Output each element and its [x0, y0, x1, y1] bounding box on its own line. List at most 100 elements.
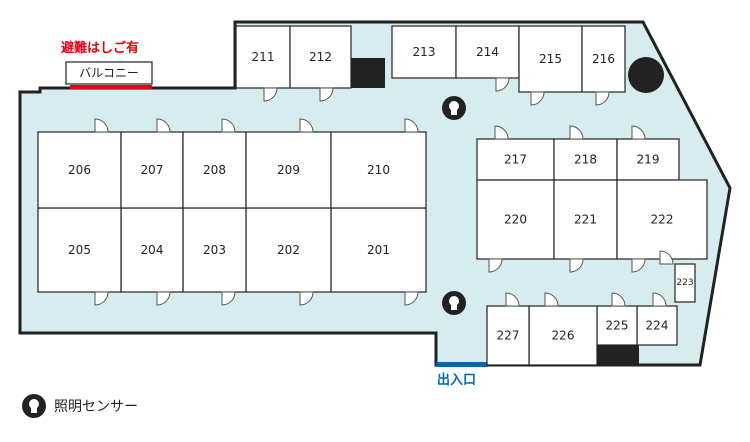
room-number: 203: [203, 243, 226, 257]
room-202: 202: [245, 207, 332, 293]
room-box: [391, 25, 457, 79]
door-swing: [569, 258, 584, 273]
room-box: [674, 263, 696, 303]
room-box: [245, 207, 332, 293]
room-number: 218: [574, 153, 597, 167]
emergency-ladder-label: 避難はしご有: [61, 40, 139, 56]
room-216: 216: [581, 25, 626, 93]
room-box: [486, 305, 530, 366]
room-box: [330, 207, 427, 293]
room-221: 221: [553, 179, 618, 260]
door-swing: [652, 292, 667, 307]
room-number: 225: [606, 319, 629, 333]
room-214: 214: [455, 25, 520, 79]
room-box: [120, 131, 184, 209]
room-box: [636, 305, 678, 346]
room-box: [476, 138, 555, 181]
door-swing: [505, 292, 520, 307]
room-number: 219: [637, 153, 660, 167]
door-swing: [94, 118, 109, 133]
door-swing: [530, 91, 545, 106]
door-swing: [631, 125, 646, 140]
room-220: 220: [476, 179, 555, 260]
room-210: 210: [330, 131, 427, 209]
room-number: 207: [141, 163, 164, 177]
room-226: 226: [528, 305, 598, 366]
door-swing: [221, 118, 236, 133]
room-224: 224: [636, 305, 678, 346]
room-213: 213: [391, 25, 457, 79]
room-217: 217: [476, 138, 555, 181]
room-number: 202: [277, 243, 300, 257]
door-swing: [221, 291, 236, 306]
room-number: 217: [504, 153, 527, 167]
door-swing: [569, 125, 584, 140]
room-number: 215: [539, 52, 562, 66]
door-swing: [319, 87, 334, 102]
room-number: 210: [367, 163, 390, 177]
door-swing: [156, 291, 171, 306]
room-box: [596, 305, 638, 346]
room-212: 212: [289, 25, 352, 89]
room-number: 216: [592, 52, 615, 66]
room-222: 222: [616, 179, 708, 260]
room-203: 203: [182, 207, 247, 293]
entrance-label: 出入口: [437, 372, 476, 388]
room-box: [235, 25, 291, 89]
rooms-group: 201 202 203 204 205 206 207 208 209 210 211 212 213 2…: [37, 25, 708, 366]
room-number: 208: [203, 163, 226, 177]
square-shaft-icon: [597, 345, 639, 365]
room-box: [37, 131, 122, 209]
room-box: [616, 179, 708, 260]
door-swing: [488, 258, 503, 273]
door-swing: [544, 292, 559, 307]
room-number: 224: [646, 319, 669, 333]
door-swing: [495, 77, 510, 92]
door-swing: [299, 291, 314, 306]
room-number: 209: [277, 163, 300, 177]
room-number: 206: [68, 163, 91, 177]
room-218: 218: [553, 138, 618, 181]
room-219: 219: [616, 138, 680, 181]
balcony-label: バルコニー: [79, 66, 139, 80]
room-box: [528, 305, 598, 366]
door-swing: [611, 292, 626, 307]
room-number: 221: [574, 213, 597, 227]
room-208: 208: [182, 131, 247, 209]
room-number: 211: [252, 50, 275, 64]
doors-group: [94, 77, 674, 307]
room-227: 227: [486, 305, 530, 366]
room-number: 220: [504, 213, 527, 227]
room-number: 222: [651, 213, 674, 227]
room-number: 214: [476, 45, 499, 59]
room-number: 204: [141, 243, 164, 257]
room-206: 206: [37, 131, 122, 209]
door-swing: [595, 91, 610, 106]
door-swing: [94, 291, 109, 306]
room-204: 204: [120, 207, 184, 293]
entrance-marker: [436, 362, 488, 367]
balcony-box: [65, 61, 153, 85]
door-swing: [659, 250, 674, 265]
emergency-ladder-marker: [70, 85, 152, 89]
door-swing: [263, 87, 278, 102]
door-swing: [404, 291, 419, 306]
room-number: 227: [497, 329, 520, 343]
room-number: 212: [309, 50, 332, 64]
room-box: [581, 25, 626, 93]
room-211: 211: [235, 25, 291, 89]
room-209: 209: [245, 131, 332, 209]
room-box: [245, 131, 332, 209]
light-sensor-icon: [442, 96, 466, 120]
room-box: [182, 131, 247, 209]
room-207: 207: [120, 131, 184, 209]
room-223: 223: [674, 263, 696, 303]
door-swing: [494, 125, 509, 140]
room-201: 201: [330, 207, 427, 293]
room-205: 205: [37, 207, 122, 293]
room-box: [616, 138, 680, 181]
legend-sensor-label: 照明センサー: [54, 399, 138, 415]
room-box: [120, 207, 184, 293]
